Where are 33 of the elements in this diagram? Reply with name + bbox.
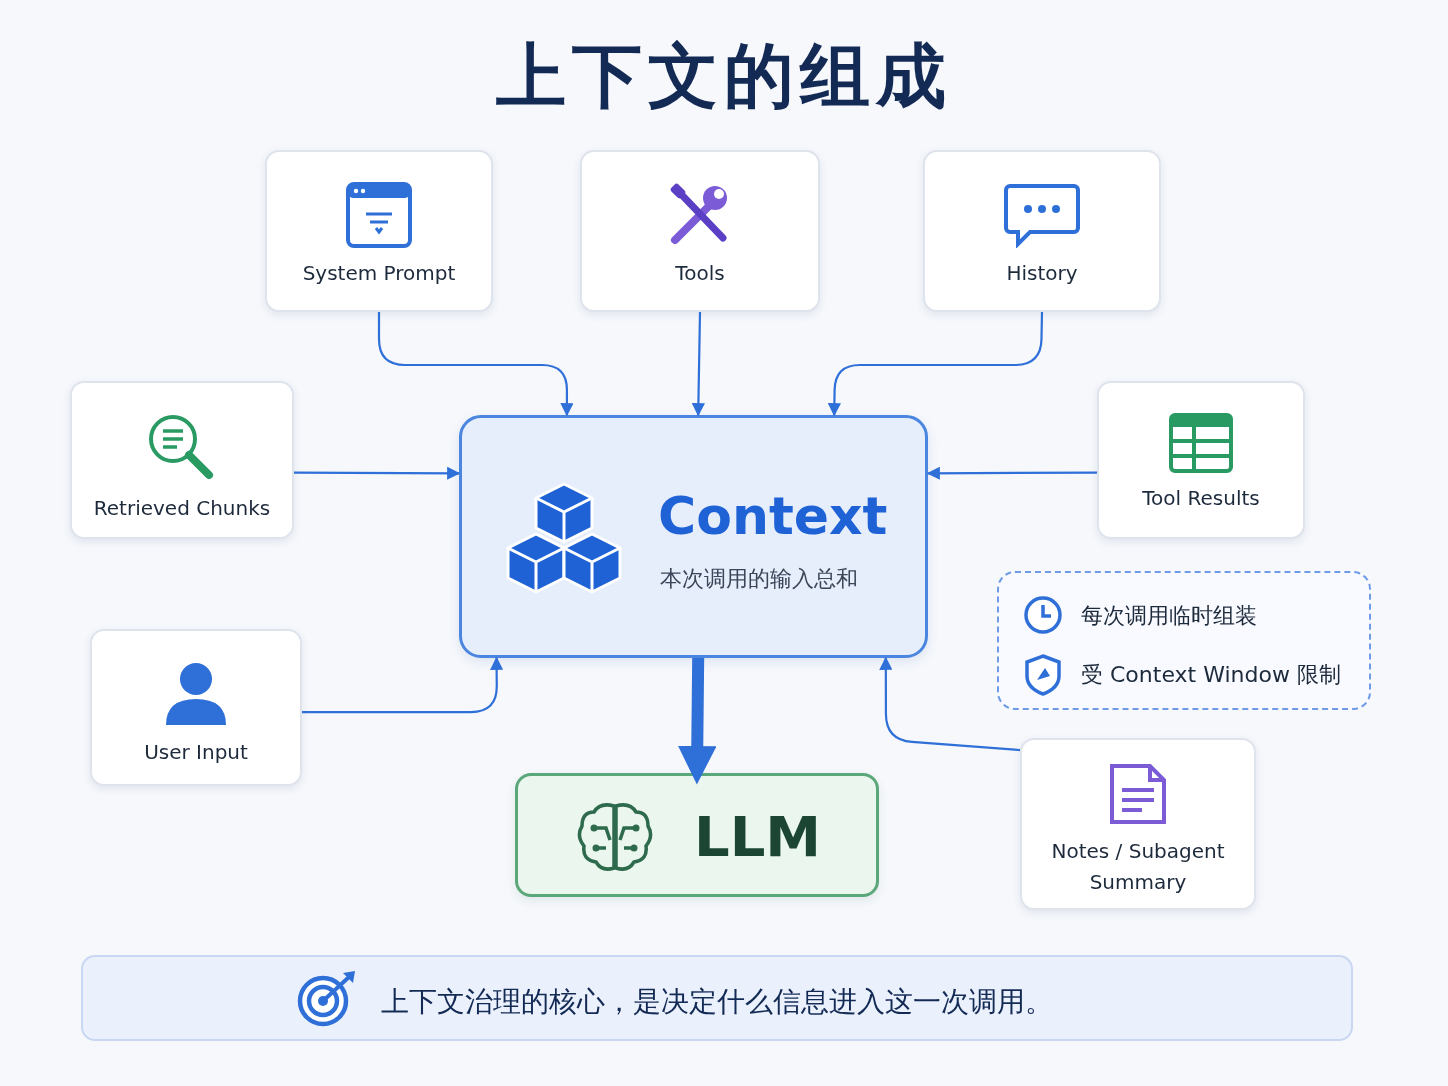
card-label: User Input: [143, 739, 249, 766]
title: 上下文的组成: [495, 34, 953, 119]
card-label: History: [1005, 260, 1079, 287]
card-label: Notes / Subagent Summary: [1050, 838, 1226, 896]
arrow: [926, 466, 1097, 480]
card-label: System Prompt: [301, 260, 457, 287]
card-label: Tool Results: [1141, 485, 1261, 512]
card-label: Tools: [674, 260, 726, 287]
thick-arrow: [678, 657, 717, 785]
llm-box: [515, 773, 879, 897]
component-card: [1020, 738, 1256, 910]
component-card: [923, 150, 1161, 312]
arrow: [827, 311, 1044, 417]
note-text: 受 Context Window 限制: [1081, 661, 1341, 689]
llm-label: LLM: [694, 804, 822, 869]
note-box: [997, 571, 1371, 710]
context-box: [459, 415, 928, 658]
arrow: [302, 656, 504, 714]
component-card: [70, 381, 294, 539]
arrow: [879, 656, 1021, 752]
component-card: [90, 629, 302, 786]
card-label: Retrieved Chunks: [92, 495, 272, 522]
note-text: 每次调用临时组装: [1081, 602, 1257, 630]
summary-banner: [81, 955, 1353, 1041]
banner-text: 上下文治理的核心，是决定什么信息进入这一次调用。: [381, 984, 1053, 1020]
component-card: [580, 150, 820, 312]
arrow: [294, 466, 461, 480]
arrow: [377, 312, 574, 417]
component-card: [265, 150, 493, 312]
context-heading: Context: [658, 486, 888, 546]
context-subtitle: 本次调用的输入总和: [660, 565, 858, 593]
arrow: [691, 312, 705, 417]
component-card: [1097, 381, 1305, 539]
